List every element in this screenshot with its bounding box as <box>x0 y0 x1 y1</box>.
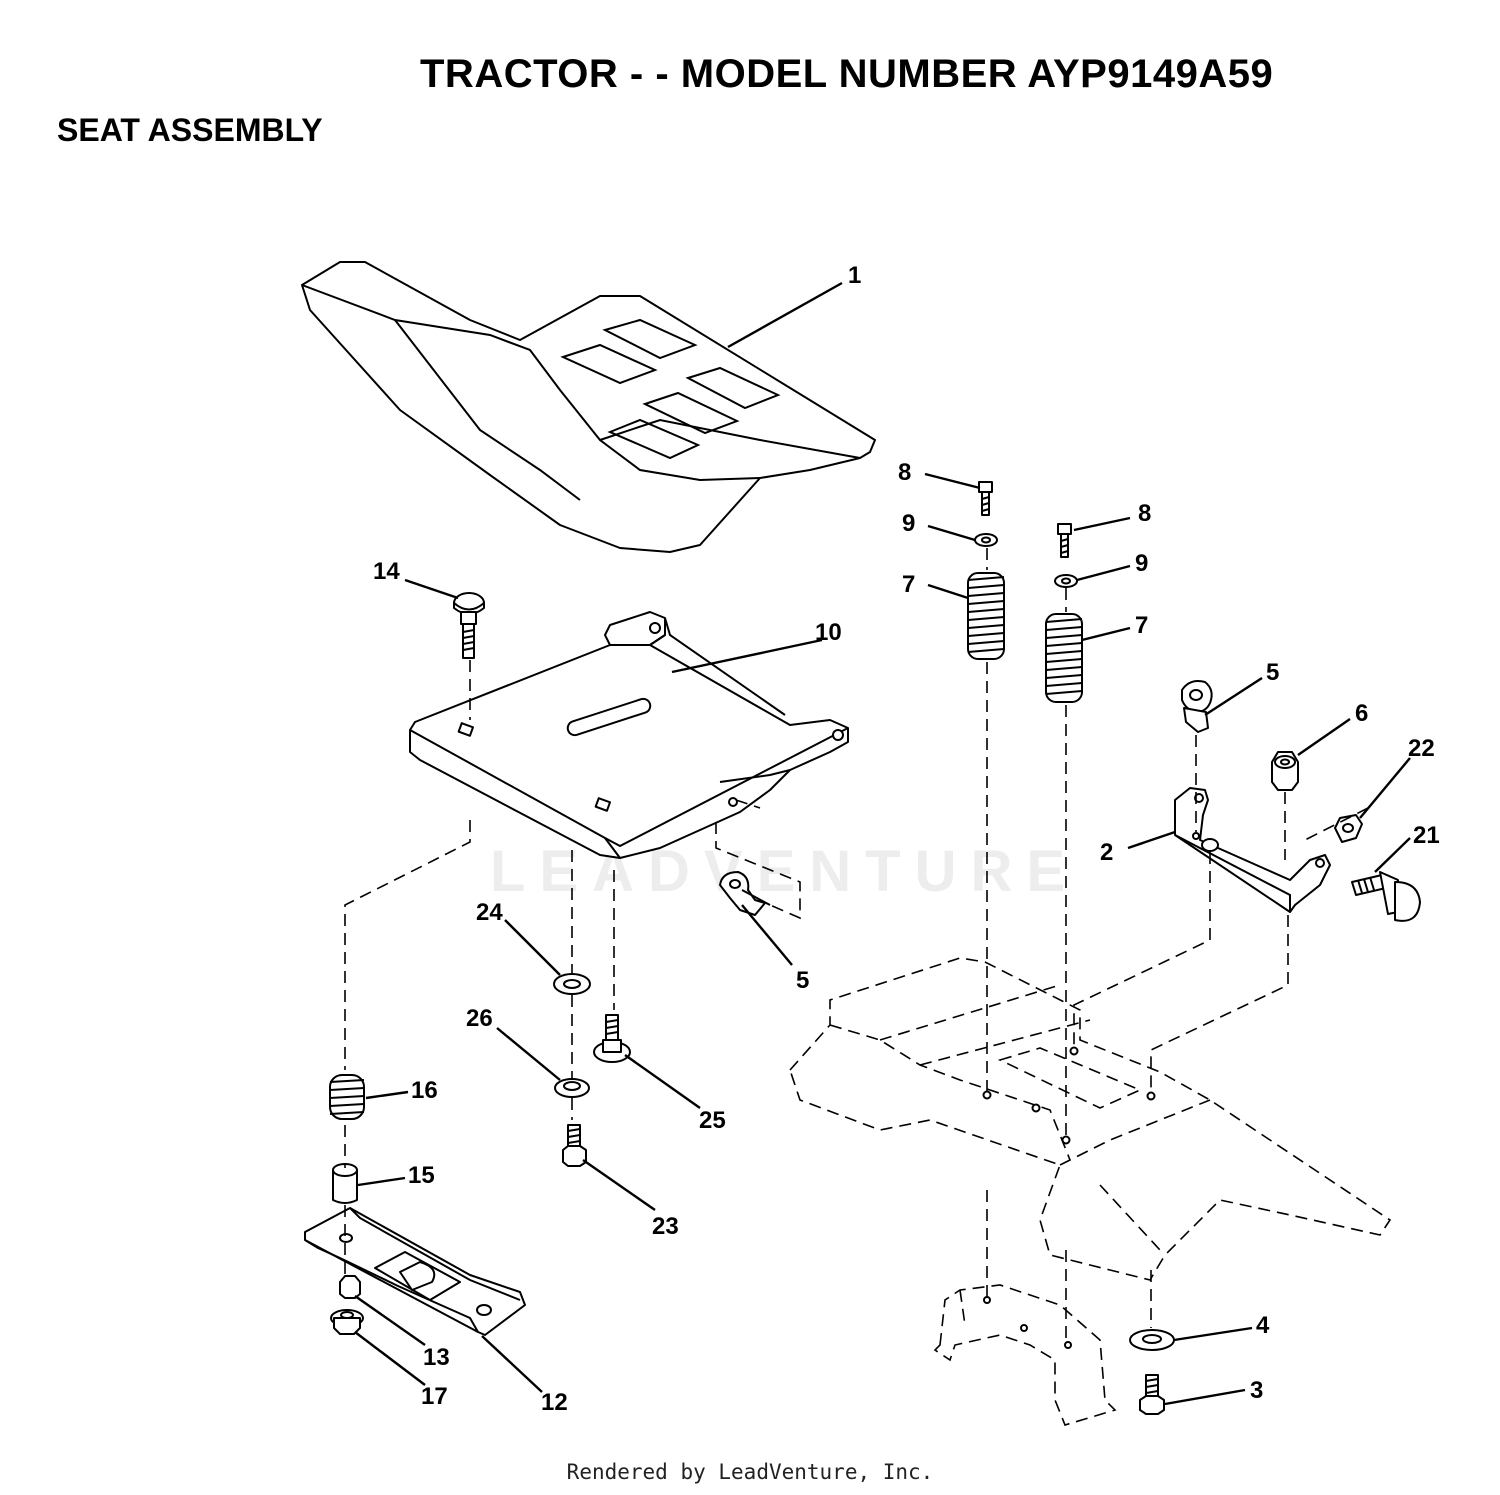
nut-17 <box>330 1309 364 1335</box>
callout-24: 24 <box>476 899 503 926</box>
callout-25: 25 <box>699 1107 726 1134</box>
spring-7-left <box>967 572 1005 660</box>
bolt-25 <box>593 1014 631 1063</box>
callout-1: 1 <box>848 262 861 289</box>
washer-9-right <box>1054 574 1078 588</box>
alignment-lines <box>344 548 1369 1342</box>
callout-12: 12 <box>541 1389 568 1416</box>
callout-8-left: 8 <box>898 459 911 486</box>
callout-26: 26 <box>466 1005 493 1032</box>
slide-plate-12 <box>304 1207 526 1336</box>
bolt-8-left <box>978 481 993 516</box>
callout-10: 10 <box>815 619 842 646</box>
callout-15: 15 <box>408 1162 435 1189</box>
bolt-23 <box>562 1124 587 1167</box>
callout-2: 2 <box>1100 839 1113 866</box>
callout-5-upper: 5 <box>1266 659 1279 686</box>
washer-26 <box>554 1078 590 1098</box>
callout-21: 21 <box>1413 822 1440 849</box>
washer-9-left <box>974 533 998 547</box>
clip-5-lower <box>719 871 771 916</box>
callout-9-left: 9 <box>902 510 915 537</box>
clip-5-upper <box>1181 680 1213 733</box>
callout-7-right: 7 <box>1135 612 1148 639</box>
bolt-21 <box>1351 871 1421 922</box>
spring-16 <box>329 1074 365 1120</box>
callout-16: 16 <box>411 1077 438 1104</box>
seat-pan <box>409 611 849 859</box>
callout-3: 3 <box>1250 1377 1263 1404</box>
callouts: 1 2 3 4 5 5 6 7 7 8 8 9 9 10 12 13 14 15… <box>373 262 1440 1416</box>
footer-credit: Rendered by LeadVenture, Inc. <box>566 1460 934 1484</box>
bolt-14 <box>453 592 485 659</box>
callout-6: 6 <box>1355 700 1368 727</box>
section-title: SEAT ASSEMBLY <box>57 112 323 148</box>
spacer-15 <box>332 1163 358 1204</box>
nut-22 <box>1334 814 1363 843</box>
callout-8-right: 8 <box>1138 500 1151 527</box>
callout-14: 14 <box>373 558 400 585</box>
nut-6 <box>1271 751 1299 791</box>
tractor-frame <box>789 957 1392 1426</box>
bracket-2 <box>1174 787 1331 913</box>
watermark: LEADVENTURE <box>490 839 1080 904</box>
leader-lines <box>354 281 1411 1406</box>
callout-23: 23 <box>652 1213 679 1240</box>
seat <box>301 261 876 553</box>
callout-22: 22 <box>1408 735 1435 762</box>
bolt-8-right <box>1057 523 1072 558</box>
callout-17: 17 <box>421 1383 448 1410</box>
callout-9-right: 9 <box>1135 550 1148 577</box>
nut-13 <box>339 1275 361 1299</box>
callout-13: 13 <box>423 1344 450 1371</box>
page-title: TRACTOR - - MODEL NUMBER AYP9149A59 <box>420 52 1274 96</box>
washer-4 <box>1129 1329 1175 1351</box>
callout-4: 4 <box>1256 1312 1270 1339</box>
bolt-3 <box>1139 1374 1165 1415</box>
washer-24 <box>553 973 591 995</box>
callout-7-left: 7 <box>902 571 915 598</box>
spring-7-right <box>1045 613 1083 703</box>
callout-5-lower: 5 <box>796 967 809 994</box>
